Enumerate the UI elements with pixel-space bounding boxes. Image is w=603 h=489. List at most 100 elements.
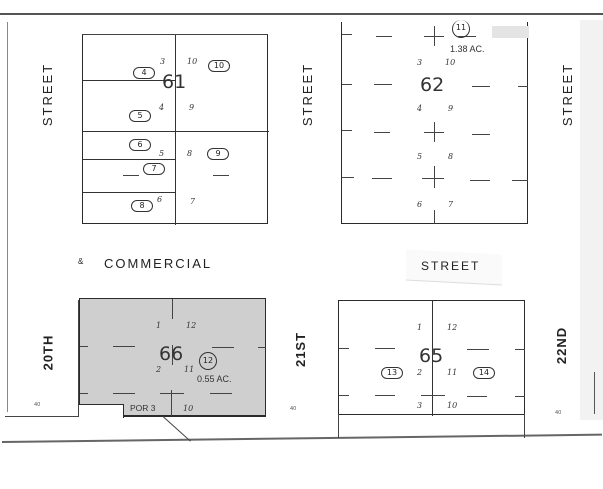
map-top-border [0, 13, 603, 15]
parcel-9[interactable]: 9 [207, 148, 229, 160]
block-65[interactable]: 65 13 14 1 12 2 11 3 10 [338, 300, 525, 416]
lot-number: 8 [448, 152, 454, 161]
lot-divider [172, 345, 173, 365]
lot-tick [339, 395, 349, 396]
lot-tick [515, 396, 525, 397]
lot-tick [374, 132, 390, 133]
lot-divider [83, 131, 269, 132]
dimension-mark: 40 [34, 402, 41, 408]
parcel-13[interactable]: 13 [381, 367, 403, 379]
lot-number: 6 [417, 200, 423, 209]
lot-divider [83, 159, 175, 160]
lot-tick [210, 393, 232, 394]
acreage-label: 1.38 AC. [450, 44, 485, 54]
block-61-midline [175, 35, 176, 225]
parcel-11[interactable]: 11 [452, 20, 470, 38]
lot-tick [512, 180, 528, 181]
lot-number: 5 [417, 152, 423, 161]
lot-number: 10 [183, 404, 194, 413]
lot-number: 11 [447, 368, 458, 377]
lot-number: 3 [417, 58, 423, 67]
parcel-6[interactable]: 6 [129, 139, 151, 151]
block-number: 62 [420, 74, 445, 96]
street-label-street: STREET [421, 259, 481, 273]
lot-tick [467, 396, 487, 397]
block-65-lower-strip [338, 414, 525, 438]
lot-number: 8 [187, 149, 193, 158]
lot-tick [375, 348, 395, 349]
lot-number: 1 [417, 323, 423, 332]
parcel-12[interactable]: 12 [199, 352, 217, 370]
lot-tick [434, 122, 435, 142]
lot-tick [160, 393, 184, 394]
dimension-mark: 40 [555, 410, 562, 416]
block-66[interactable]: 66 12 0.55 AC. 1 12 2 11 [79, 298, 266, 402]
street-label-middle: STREET [300, 62, 316, 127]
street-label-right: STREET [560, 62, 576, 127]
lot-tick [434, 166, 435, 188]
lot-number: 12 [447, 323, 458, 332]
leader-line [162, 416, 191, 442]
lot-tick [213, 175, 229, 176]
lot-20th-area [5, 300, 79, 417]
lot-tick [422, 178, 444, 179]
block-61[interactable]: 61 3 10 4 9 5 8 6 7 4 5 6 7 8 9 10 [82, 34, 269, 225]
lot-tick [375, 395, 395, 396]
edge-line [594, 372, 595, 414]
acreage-label: 0.55 AC. [197, 374, 232, 384]
lot-tick [342, 84, 352, 85]
lot-number: 3 [160, 57, 166, 66]
parcel-4[interactable]: 4 [133, 67, 155, 79]
lot-number: 4 [417, 104, 423, 113]
lot-tick [342, 130, 352, 131]
lot-tick [342, 34, 352, 35]
map-left-border [7, 22, 8, 412]
parcel-10[interactable]: 10 [208, 60, 230, 72]
portion-label: POR 3 [130, 403, 156, 413]
lot-number: 9 [448, 104, 454, 113]
lot-number: 6 [157, 195, 163, 204]
lot-number: 2 [156, 365, 162, 374]
block-number: 66 [159, 343, 184, 365]
lot-tick [458, 36, 476, 37]
block-66-bottom [123, 415, 266, 417]
lot-tick [421, 395, 445, 396]
lot-number: 1 [156, 321, 162, 330]
dimension-mark: 40 [290, 406, 297, 412]
street-label-21st: 21ST [293, 331, 309, 368]
lot-divider [83, 80, 175, 81]
lot-tick [374, 84, 392, 85]
block-number: 65 [419, 345, 444, 367]
lot-number: 5 [159, 149, 165, 158]
shade-strip [492, 26, 529, 38]
lot-tick [518, 86, 528, 87]
lot-tick [342, 177, 354, 178]
lot-number: 3 [417, 401, 423, 410]
block-62[interactable]: 11 1.38 AC. 62 3 10 4 9 5 8 6 7 [341, 20, 529, 224]
parcel-5[interactable]: 5 [129, 110, 151, 122]
street-label-22nd: 22ND [554, 326, 570, 365]
lot-divider [83, 192, 175, 193]
lot-number: 9 [189, 103, 195, 112]
lot-number: 12 [186, 321, 197, 330]
lot-tick [372, 178, 392, 179]
block-66-notch [79, 404, 124, 418]
street-label-20th: 20TH [40, 334, 56, 371]
lot-number: 7 [190, 197, 196, 206]
parcel-7[interactable]: 7 [143, 163, 165, 175]
lot-tick [515, 349, 525, 350]
lot-tick [434, 210, 435, 224]
parcel-8[interactable]: 8 [131, 200, 153, 212]
parcel-14[interactable]: 14 [473, 367, 495, 379]
lot-tick [113, 346, 135, 347]
lot-tick [470, 180, 490, 181]
block-65-midline [432, 301, 433, 416]
street-label-commercial: COMMERCIAL [104, 256, 213, 271]
lot-divider [171, 390, 172, 416]
lot-tick [123, 175, 139, 176]
right-shadow [580, 20, 603, 420]
lot-tick [376, 36, 392, 37]
lot-tick [258, 347, 266, 348]
lot-number: 4 [159, 103, 165, 112]
lot-number: 2 [417, 368, 423, 377]
